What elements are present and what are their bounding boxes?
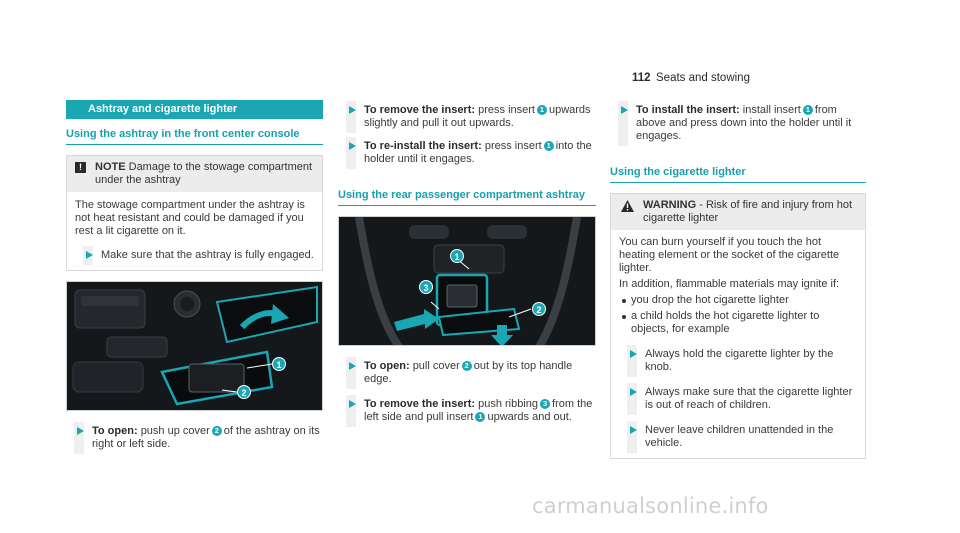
warning-box: WARNING - Risk of fire and injury from h… [610,193,866,459]
step-arrow-icon [349,400,356,408]
warning-step: Never leave children unattended in the v… [619,421,857,453]
illustration-rear-ashtray: 1 2 3 [338,216,596,346]
watermark: carmanualsonline.info [532,494,769,518]
column-left: Ashtray and cigarette lighter Using the … [66,100,323,454]
warning-bullet: a child holds the hot cigarette lighter … [619,310,857,336]
illustration-front-ashtray: 1 2 [66,281,323,411]
callout-1: 1 [450,249,464,263]
note-header-text: Damage to the stowage compartment under … [95,161,313,186]
subheading-front-ashtray: Using the ashtray in the front center co… [66,128,323,145]
number-badge: 2 [211,426,222,436]
step-arrow-icon [86,251,93,259]
note-box: ! NOTE Damage to the stowage compartment… [66,155,323,271]
note-body: The stowage compartment under the ashtra… [67,192,322,270]
callout-2: 2 [532,302,546,316]
warning-paragraph: In addition, flammable materials may ign… [619,278,840,290]
number-badge: 1 [543,141,554,151]
callout-1: 1 [272,357,286,371]
warning-step: Always make sure that the cigarette ligh… [619,383,857,415]
number-badge: 3 [540,399,551,409]
step-arrow-icon [349,106,356,114]
number-badge: 1 [475,412,486,422]
step-arrow-icon [630,350,637,358]
callout-3: 3 [419,280,433,294]
warning-step: Always hold the cigarette lighter by the… [619,345,857,377]
note-icon: ! [75,162,86,173]
step-arrow-icon [630,426,637,434]
note-step: Make sure that the ashtray is fully enga… [75,246,314,265]
note-header: ! NOTE Damage to the stowage compartment… [67,156,322,192]
subheading-rear-ashtray: Using the rear passenger compartment ash… [338,189,596,206]
number-badge: 2 [461,361,472,371]
step-arrow-icon [349,142,356,150]
note-label: NOTE [95,161,126,173]
front-console-drawing [67,282,322,410]
step-arrow-icon [349,362,356,370]
section-bar-title: Ashtray and cigarette lighter [66,100,323,119]
warning-paragraph: You can burn yourself if you touch the h… [619,236,840,274]
callout-2: 2 [237,385,251,399]
warning-body: You can burn yourself if you touch the h… [611,230,865,458]
warning-icon [621,200,634,212]
step-arrow-icon [621,106,628,114]
warning-header: WARNING - Risk of fire and injury from h… [611,194,865,230]
warning-bullet: you drop the hot cigarette lighter [619,294,857,307]
subheading-cigarette-lighter: Using the cigarette lighter [610,166,866,183]
number-badge: 1 [536,105,547,115]
step-arrow-icon [77,427,84,435]
step-arrow-icon [630,388,637,396]
warning-label: WARNING [643,199,697,211]
rear-console-drawing [339,217,595,345]
number-badge: 1 [802,105,813,115]
warning-header-text: - Risk of fire and injury from hot cigar… [643,199,853,224]
note-body-text: The stowage compartment under the ashtra… [75,199,305,237]
section-title: Seats and stowing [656,72,750,84]
page-number: 112 [632,72,651,84]
